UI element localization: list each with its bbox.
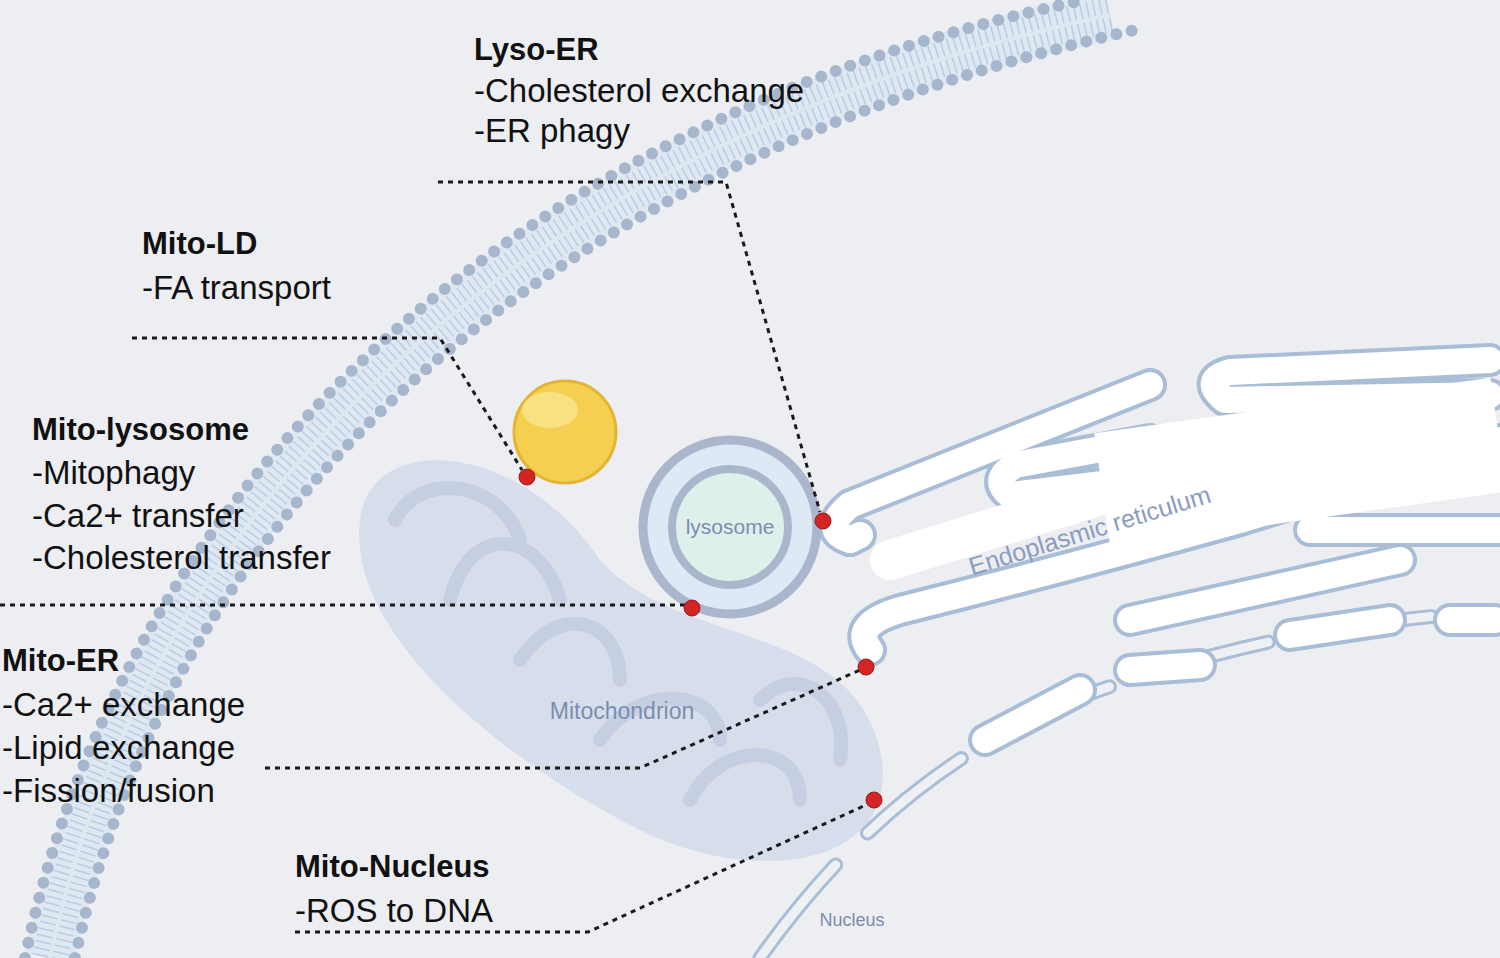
function-item: -ROS to DNA — [295, 894, 493, 927]
function-item: -Mitophagy — [32, 456, 195, 489]
organelle-name: Mitochondrion — [550, 698, 694, 725]
endoplasmic-reticulum — [835, 360, 1500, 740]
function-item: -Ca2+ exchange — [2, 688, 245, 721]
function-item: -Cholesterol transfer — [32, 541, 331, 574]
function-item: -Lipid exchange — [2, 731, 235, 764]
organelle-label: Mitochondrion — [546, 696, 698, 727]
contact-heading: Mito-Nucleus — [295, 851, 490, 882]
lysosome — [643, 440, 817, 614]
lipid-droplet — [514, 381, 616, 483]
function-item: -Fission/fusion — [2, 774, 215, 807]
contact-heading: Mito-lysosome — [32, 414, 249, 445]
leader-lines — [0, 182, 868, 932]
plasma-membrane — [25, 0, 1135, 958]
organelle-name: Nucleus — [819, 910, 884, 931]
contact-heading: Mito-LD — [142, 228, 257, 259]
function-item: -Ca2+ transfer — [32, 499, 244, 532]
organelle-label: Nucleus — [815, 908, 888, 933]
function-item: -Cholesterol exchange — [474, 74, 804, 107]
function-item: -FA transport — [142, 271, 331, 304]
function-item: -ER phagy — [474, 114, 630, 147]
organelle-name: lysosome — [686, 515, 775, 539]
contact-heading: Lyso-ER — [474, 34, 599, 65]
contact-sites — [519, 469, 882, 808]
contact-heading: Mito-ER — [2, 645, 119, 676]
organelle-label: lysosome — [682, 513, 779, 541]
